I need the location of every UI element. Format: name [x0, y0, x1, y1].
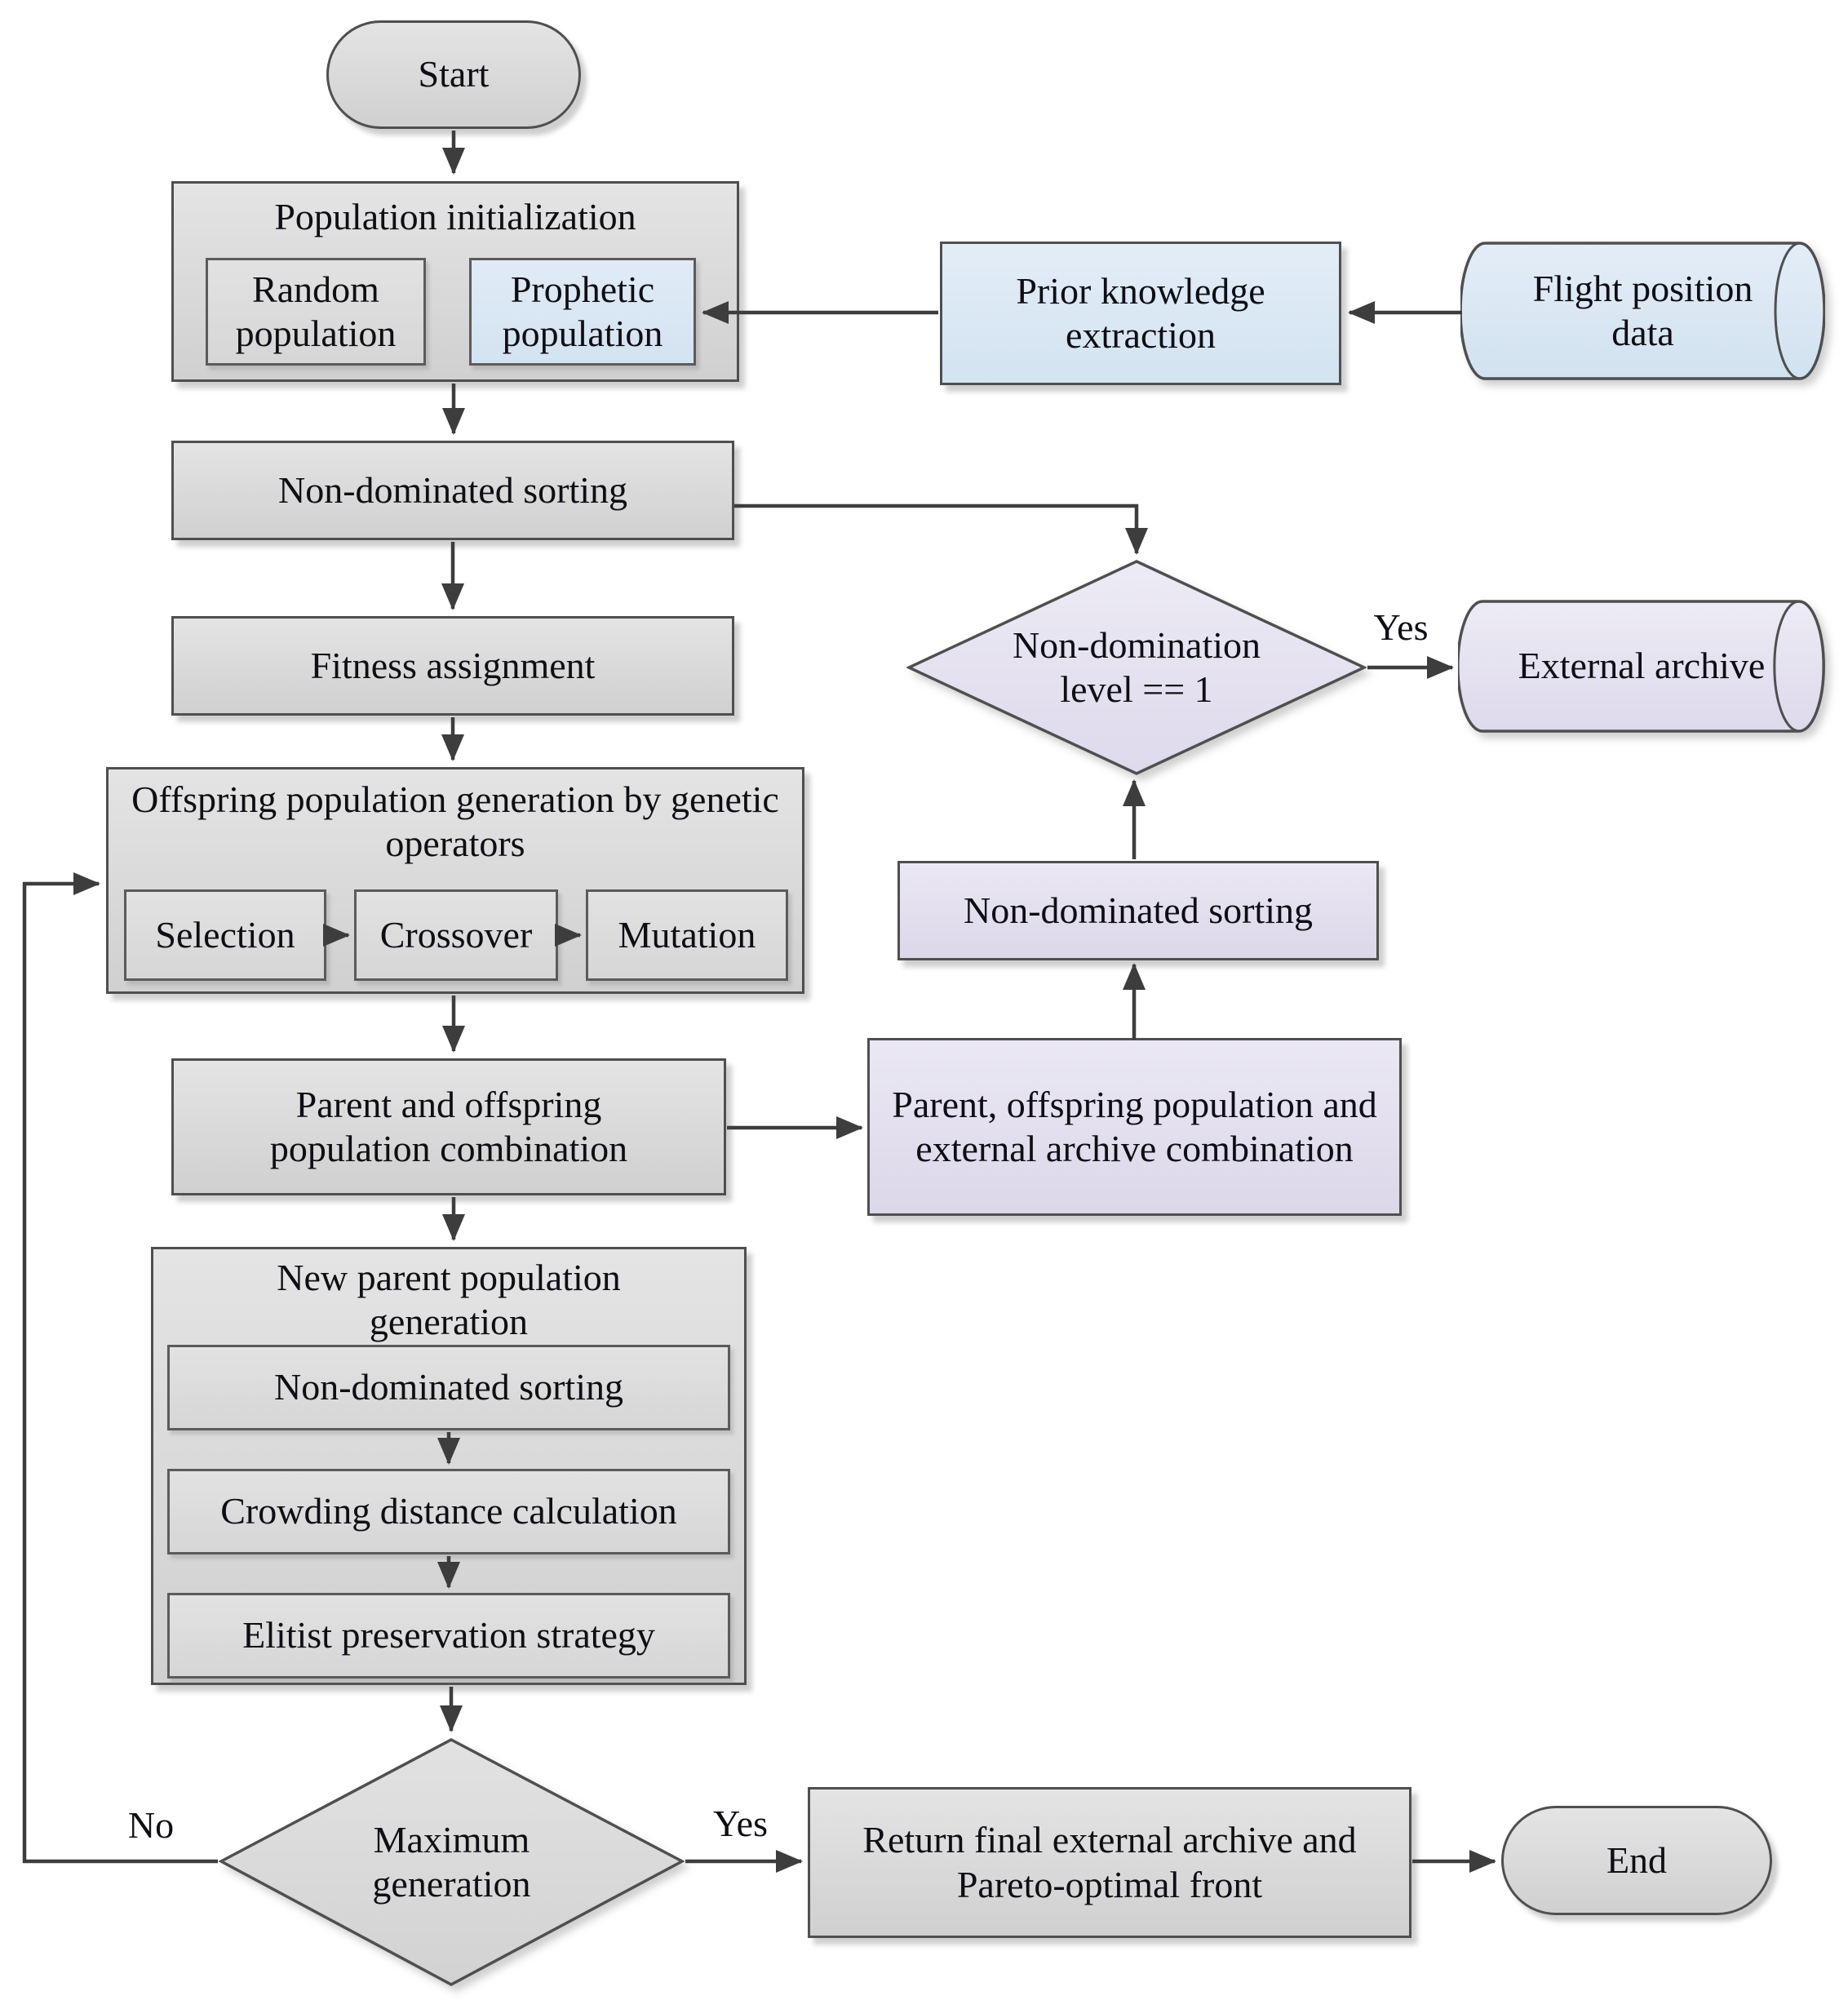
- non-dominated-sorting-3-box: Non-dominated sorting: [167, 1345, 730, 1430]
- external-archive-cylinder: External archive: [1458, 600, 1825, 733]
- random-population-label: Random population: [235, 268, 397, 354]
- prophetic-population-label: Prophetic population: [502, 268, 663, 354]
- parent-offspring-combination-label: Parent and offspring population combinat…: [269, 1083, 628, 1169]
- flight-position-data-overlabel: Flight position data: [1460, 242, 1825, 380]
- crossover-label: Crossover: [379, 913, 533, 956]
- edge-nds1-decision: [734, 503, 1148, 555]
- prophetic-population-box: Prophetic population: [469, 258, 696, 366]
- non-dominated-sorting-1-label: Non-dominated sorting: [278, 468, 627, 511]
- maximum-generation-label: Maximum generation: [372, 1818, 531, 1905]
- population-initialization-title: Population initialization: [274, 196, 636, 237]
- selection-label: Selection: [155, 913, 295, 956]
- return-final-box: Return final external archive and Pareto…: [808, 1787, 1411, 1938]
- flight-position-data-cylinder: Flight position data: [1460, 242, 1825, 380]
- start-label: Start: [418, 53, 490, 95]
- return-final-label: Return final external archive and Pareto…: [862, 1819, 1357, 1905]
- non-dominated-sorting-2-box: Non-dominated sorting: [897, 861, 1379, 960]
- offspring-generation-title-text: Offspring population generation by genet…: [131, 778, 779, 865]
- non-dominated-sorting-1-box: Non-dominated sorting: [171, 441, 734, 540]
- non-dominated-sorting-3-label: Non-dominated sorting: [274, 1366, 623, 1408]
- parent-offspring-archive-combination-label: Parent, offspring population and externa…: [892, 1083, 1377, 1169]
- start-node: Start: [326, 20, 581, 129]
- elitist-preservation-label: Elitist preservation strategy: [242, 1614, 655, 1656]
- yes-label-archive: Yes: [1373, 606, 1429, 648]
- end-node: End: [1501, 1806, 1772, 1915]
- crossover-box: Crossover: [354, 889, 558, 981]
- end-label: End: [1606, 1838, 1668, 1881]
- random-population-box: Random population: [206, 258, 426, 366]
- maximum-generation-decision: Maximum generation: [219, 1737, 685, 1987]
- new-parent-generation-title-text: New parent population generation: [277, 1257, 621, 1343]
- no-label-loop: No: [127, 1804, 175, 1846]
- crowding-distance-label: Crowding distance calculation: [220, 1490, 677, 1532]
- non-domination-level-overlabel: Non-domination level == 1: [906, 559, 1367, 776]
- new-parent-generation-title: New parent population generation: [153, 1256, 744, 1345]
- external-archive-overlabel: External archive: [1458, 600, 1825, 733]
- crowding-distance-box: Crowding distance calculation: [167, 1469, 730, 1554]
- fitness-assignment-box: Fitness assignment: [171, 616, 734, 716]
- flight-position-data-label: Flight position data: [1532, 267, 1753, 353]
- prior-knowledge-extraction-label: Prior knowledge extraction: [1016, 269, 1265, 356]
- parent-offspring-combination-box: Parent and offspring population combinat…: [171, 1058, 726, 1195]
- elitist-preservation-box: Elitist preservation strategy: [167, 1593, 730, 1679]
- prior-knowledge-extraction-box: Prior knowledge extraction: [940, 242, 1341, 385]
- offspring-generation-title: Offspring population generation by genet…: [109, 778, 802, 867]
- mutation-label: Mutation: [618, 913, 756, 956]
- fitness-assignment-label: Fitness assignment: [310, 644, 596, 686]
- parent-offspring-archive-combination-box: Parent, offspring population and externa…: [867, 1038, 1402, 1216]
- non-domination-level-label: Non-domination level == 1: [1012, 623, 1261, 710]
- non-domination-level-decision: Non-domination level == 1: [906, 559, 1367, 776]
- yes-label-return: Yes: [713, 1803, 768, 1844]
- maximum-generation-overlabel: Maximum generation: [219, 1737, 685, 1987]
- mutation-box: Mutation: [586, 889, 788, 981]
- non-dominated-sorting-2-label: Non-dominated sorting: [964, 889, 1313, 931]
- selection-box: Selection: [124, 889, 326, 981]
- external-archive-label: External archive: [1518, 645, 1766, 687]
